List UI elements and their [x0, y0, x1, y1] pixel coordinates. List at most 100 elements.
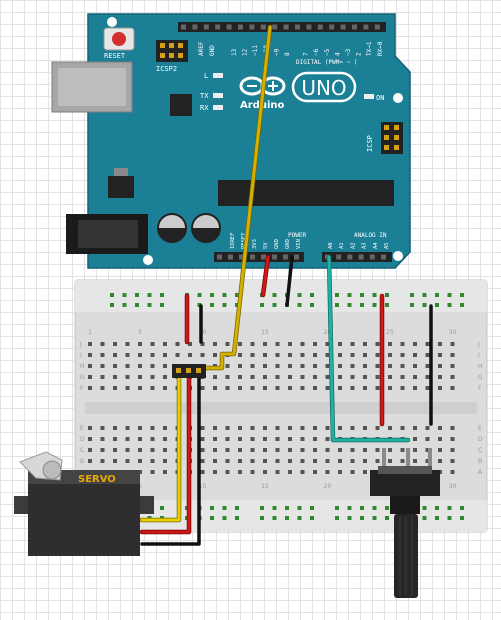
hole	[450, 386, 455, 390]
analog-pin-label: A3	[362, 242, 368, 249]
hole	[100, 364, 105, 368]
rail-hole	[347, 293, 352, 297]
hole	[275, 437, 280, 441]
row-letter: F	[80, 385, 84, 392]
rail-hole	[335, 506, 339, 510]
rail-hole	[385, 506, 389, 510]
potentiometer	[370, 448, 440, 598]
analog-label: ANALOG IN	[354, 232, 387, 239]
rail-hole	[197, 293, 202, 297]
column-number: 15	[261, 483, 269, 490]
hole	[138, 364, 142, 368]
hole	[363, 426, 367, 430]
hole	[163, 448, 167, 452]
digital-pin-label: 8	[284, 52, 291, 56]
center-channel	[85, 402, 477, 414]
rail-hole	[385, 293, 389, 297]
hole	[438, 426, 442, 430]
hole	[388, 386, 392, 390]
servo-power-cable	[140, 376, 191, 534]
hole	[88, 459, 92, 463]
hole	[425, 386, 430, 390]
hole	[288, 437, 292, 441]
hole	[163, 459, 167, 463]
hole	[413, 437, 417, 441]
rail-hole	[310, 303, 314, 307]
hole	[213, 459, 217, 463]
rail-hole	[235, 303, 239, 307]
header-pin	[295, 24, 300, 30]
reset-button-cap[interactable]	[112, 32, 126, 46]
hole	[88, 448, 92, 452]
hole	[113, 353, 117, 357]
usb-chip	[170, 94, 192, 116]
hole	[400, 459, 405, 463]
rail-hole	[310, 293, 314, 297]
hole	[363, 448, 367, 452]
hole	[313, 470, 317, 474]
hole	[350, 386, 355, 390]
hole	[413, 426, 417, 430]
on-label: ON	[376, 94, 384, 102]
hole	[413, 342, 417, 346]
rail-hole	[272, 303, 277, 307]
hole	[238, 342, 242, 346]
hole	[338, 459, 342, 463]
hole	[150, 342, 155, 346]
header-pin	[226, 24, 232, 30]
hole	[388, 448, 392, 452]
led-rx-icon	[213, 105, 223, 110]
hole	[113, 386, 117, 390]
hole	[150, 470, 155, 474]
capacitor-icon	[157, 213, 187, 243]
rail-hole	[160, 506, 164, 510]
servo-label: SERVO	[78, 474, 116, 485]
hole	[313, 364, 317, 368]
rail-hole	[210, 303, 214, 307]
column-number: 30	[449, 329, 457, 336]
hole	[288, 386, 292, 390]
hole	[275, 364, 280, 368]
rail-hole	[335, 293, 339, 297]
hole	[438, 353, 442, 357]
hole	[288, 470, 292, 474]
hole	[213, 342, 217, 346]
servo-body	[28, 470, 140, 556]
capacitor-icon	[191, 213, 221, 243]
hole	[188, 353, 192, 357]
rail-hole	[160, 303, 164, 307]
hole	[350, 364, 355, 368]
header-pin	[352, 24, 357, 30]
led-l-icon	[213, 73, 223, 78]
header-pin	[261, 254, 266, 260]
hole	[300, 437, 305, 441]
hole	[400, 386, 405, 390]
column-number: 1	[88, 329, 92, 336]
hole	[150, 426, 155, 430]
hole	[300, 342, 305, 346]
hole	[88, 375, 92, 379]
hole	[225, 375, 230, 379]
hole	[213, 375, 217, 379]
power-pin-label: 5V	[263, 242, 269, 249]
digital-header-pins	[181, 24, 380, 30]
hole	[438, 437, 442, 441]
power-header-pins	[217, 254, 299, 260]
hole	[450, 437, 455, 441]
rail-hole	[197, 303, 202, 307]
mount-hole-icon	[393, 251, 403, 261]
hole	[325, 426, 330, 430]
hole	[275, 375, 280, 379]
rail-hole	[422, 516, 427, 520]
rail-hole	[347, 303, 352, 307]
hole	[138, 342, 142, 346]
hole	[138, 459, 142, 463]
hole	[288, 375, 292, 379]
hole	[163, 342, 167, 346]
hole	[313, 342, 317, 346]
rail-hole	[135, 293, 139, 297]
rail-hole	[147, 293, 152, 297]
hole	[113, 426, 117, 430]
